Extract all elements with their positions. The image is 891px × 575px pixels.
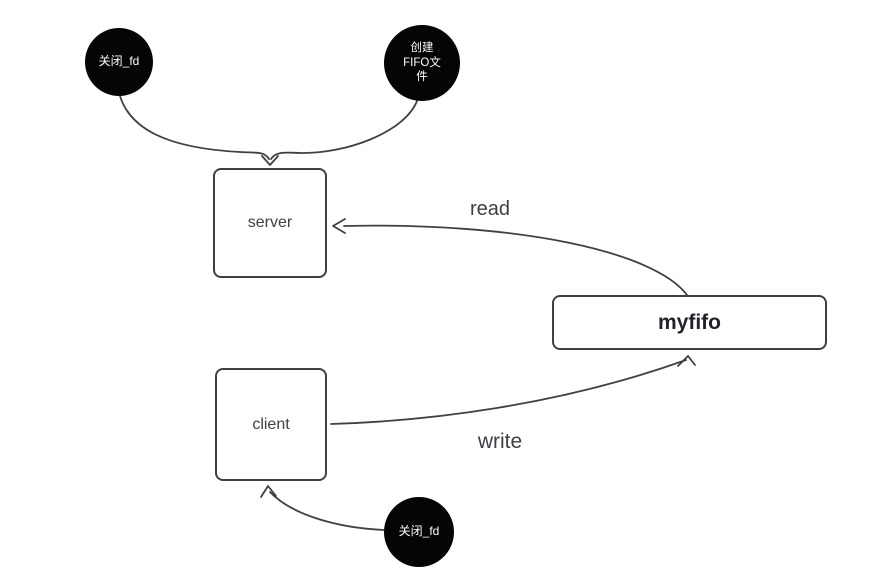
arrowhead-write-into-myfifo (677, 355, 696, 367)
circle-close-fd-bottom: 关闭_fd (384, 497, 454, 567)
circle-create-fifo-line3: 件 (416, 71, 428, 84)
circle-create-fifo-line2: FIFO文 (403, 56, 441, 69)
node-myfifo: myfifo (552, 295, 827, 350)
edge-label-read: read (469, 198, 511, 220)
edge-write-path (330, 359, 687, 425)
node-client: client (215, 368, 327, 481)
edge-create-fifo-to-server (270, 100, 418, 160)
arrowhead-read-into-server (332, 218, 346, 234)
edge-close-fd-to-server (119, 95, 270, 160)
node-client-label: client (252, 415, 290, 433)
edge-label-write: write (477, 430, 523, 453)
node-server: server (213, 168, 327, 278)
arrowhead-into-client-bottom (260, 485, 277, 498)
circle-close-fd-top: 关闭_fd (85, 28, 153, 96)
node-myfifo-label: myfifo (658, 310, 721, 334)
circle-close-fd-top-label: 关闭_fd (98, 54, 140, 69)
arrowhead-into-server-top (261, 155, 279, 166)
edge-close-fd-to-client (269, 491, 385, 531)
node-server-label: server (247, 214, 293, 231)
circle-close-fd-bottom-label: 关闭_fd (398, 524, 440, 539)
circle-create-fifo: 创建 FIFO文 件 (384, 25, 460, 101)
edge-read-path (343, 224, 688, 296)
circle-create-fifo-line1: 创建 (410, 41, 434, 54)
